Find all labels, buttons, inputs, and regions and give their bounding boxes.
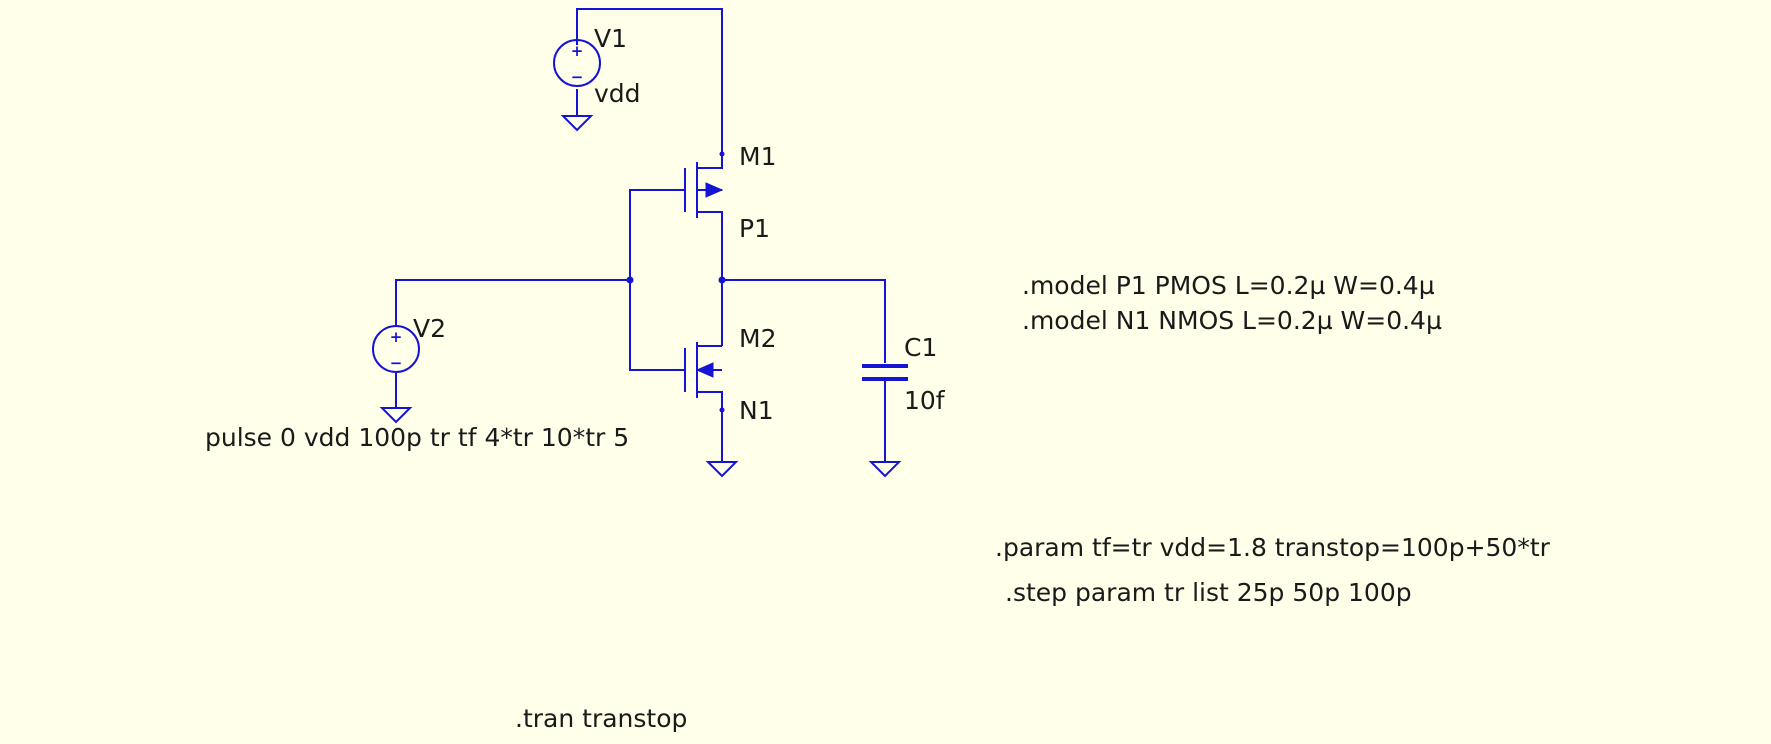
directive-model-nmos[interactable]: .model N1 NMOS L=0.2µ W=0.4µ xyxy=(1022,306,1442,335)
directive-tran[interactable]: .tran transtop xyxy=(515,704,687,733)
v1-value-label[interactable]: vdd xyxy=(594,79,641,108)
v1-body xyxy=(553,39,601,87)
nmos-transistor-m2[interactable] xyxy=(684,342,723,410)
pmos-transistor-m1[interactable] xyxy=(684,154,724,218)
junction-input xyxy=(626,276,634,284)
capacitor-c1[interactable] xyxy=(862,364,908,381)
m1-arrow-icon xyxy=(705,182,724,198)
directive-model-pmos[interactable]: .model P1 PMOS L=0.2µ W=0.4µ xyxy=(1022,271,1435,300)
wire-in-v2[interactable] xyxy=(395,279,630,326)
directive-step[interactable]: .step param tr list 25p 50p 100p xyxy=(1005,578,1412,607)
ground-icon xyxy=(560,115,594,132)
m1-drain-lead xyxy=(697,211,723,218)
ground-icon xyxy=(868,461,902,478)
directive-param[interactable]: .param tf=tr vdd=1.8 transtop=100p+50*tr xyxy=(995,533,1551,562)
v2-ref-label[interactable]: V2 xyxy=(413,314,446,343)
m2-ref-label[interactable]: M2 xyxy=(739,324,776,353)
c1-value-label[interactable]: 10f xyxy=(904,386,946,415)
ground-icon xyxy=(379,407,413,424)
v2-minus-sign: − xyxy=(390,354,403,372)
v2-plus-sign: + xyxy=(390,328,403,346)
wire-out-c1[interactable] xyxy=(722,279,886,363)
m1-model-label[interactable]: P1 xyxy=(739,214,770,243)
v2-value-label[interactable]: pulse 0 vdd 100p tr tf 4*tr 10*tr 5 xyxy=(205,423,629,452)
m2-arrow-icon xyxy=(695,362,714,378)
v1-minus-sign: − xyxy=(571,68,584,86)
v1-ref-label[interactable]: V1 xyxy=(594,24,627,53)
wire-gate-m1[interactable] xyxy=(629,189,685,371)
v2-body xyxy=(372,325,420,373)
ground-icon xyxy=(705,461,739,478)
wires xyxy=(395,8,886,462)
m2-model-label[interactable]: N1 xyxy=(739,396,774,425)
m2-source-lead xyxy=(697,391,723,410)
voltage-source-v2[interactable]: + − xyxy=(372,325,420,373)
c1-ref-label[interactable]: C1 xyxy=(904,333,937,362)
junction-output xyxy=(718,276,726,284)
m1-ref-label[interactable]: M1 xyxy=(739,142,776,171)
m1-source-lead xyxy=(697,154,723,169)
wire-vdd-loop[interactable] xyxy=(576,8,723,154)
v1-plus-sign: + xyxy=(571,42,584,60)
voltage-source-v1[interactable]: + − xyxy=(553,39,601,87)
